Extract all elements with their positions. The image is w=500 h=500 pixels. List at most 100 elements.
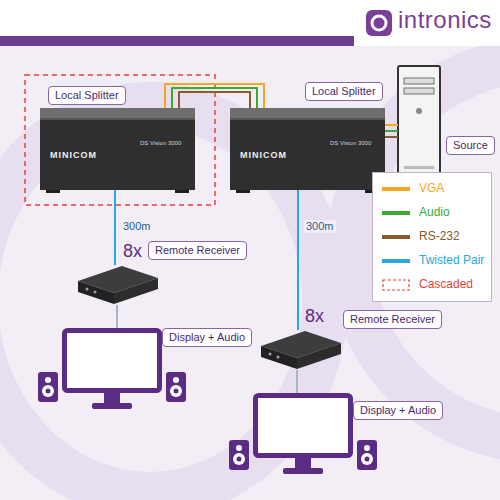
cable-line bbox=[165, 84, 264, 108]
brand-logo: intronics bbox=[398, 6, 492, 34]
receiver-unit: 8xRemote Receiver bbox=[75, 265, 160, 305]
cable-line bbox=[114, 190, 116, 265]
model-name: DS Vision 3000 bbox=[330, 140, 371, 147]
woofer bbox=[170, 385, 182, 397]
device-callout: Source bbox=[446, 136, 495, 155]
swatch-line bbox=[382, 259, 410, 263]
unit-top bbox=[230, 108, 385, 118]
speaker-icon bbox=[229, 440, 249, 470]
unit-edge bbox=[230, 118, 385, 120]
stand bbox=[104, 391, 120, 403]
device-callout: Local Splitter bbox=[305, 82, 383, 101]
legend-label: Twisted Pair bbox=[419, 253, 484, 268]
stand bbox=[295, 456, 311, 468]
speaker-body bbox=[357, 440, 377, 470]
speaker-body bbox=[38, 372, 58, 402]
tweeter bbox=[364, 445, 370, 451]
dashed-sample bbox=[383, 280, 409, 290]
logo-mark bbox=[366, 10, 392, 36]
distance-label: 300m bbox=[121, 220, 153, 233]
speaker-body bbox=[166, 372, 186, 402]
cable-line bbox=[296, 370, 298, 393]
cable-line bbox=[172, 88, 257, 108]
cable-connector bbox=[165, 84, 264, 108]
quantity-label: 8x bbox=[123, 241, 142, 261]
monitor-icon bbox=[256, 396, 351, 475]
cable-connector bbox=[385, 125, 398, 137]
legend-label: RS-232 bbox=[419, 229, 460, 244]
tweeter bbox=[173, 377, 179, 383]
header-stripe bbox=[0, 36, 354, 46]
splitter-unit: Local Splitter bbox=[230, 108, 385, 190]
speaker-icon bbox=[166, 372, 186, 402]
port bbox=[277, 356, 280, 359]
device-callout: Display + Audio bbox=[162, 328, 252, 347]
device-callout: Display + Audio bbox=[353, 401, 443, 420]
legend-sample bbox=[381, 279, 411, 291]
receiver-unit bbox=[261, 331, 341, 369]
model-name: DS Vision 3000 bbox=[140, 140, 181, 147]
woofer bbox=[233, 453, 245, 465]
logo-ring bbox=[372, 16, 386, 30]
legend-label: Audio bbox=[419, 205, 450, 220]
display-set: Display + Audio bbox=[253, 393, 353, 473]
legend-panel: VGA AudioRS-232Twisted PairCascaded bbox=[372, 172, 492, 302]
splitter-unit bbox=[230, 108, 385, 193]
woofer-cone bbox=[237, 457, 242, 462]
unit-foot bbox=[46, 190, 60, 193]
device-callout: Remote Receiver bbox=[343, 310, 442, 329]
speaker-icon bbox=[38, 372, 58, 402]
distance-label: 300m bbox=[304, 220, 336, 233]
device-brand: MINICOM bbox=[240, 150, 287, 161]
legend-swatch bbox=[381, 207, 411, 219]
woofer-cone bbox=[174, 389, 179, 394]
receiver-unit bbox=[78, 266, 158, 304]
swatch-line bbox=[382, 211, 410, 215]
cable-connector bbox=[297, 370, 298, 393]
legend-label: VGA bbox=[419, 181, 444, 196]
cable-connector bbox=[115, 190, 116, 265]
receiver-unit: 8xRemote Receiver bbox=[258, 330, 343, 370]
base bbox=[92, 403, 132, 409]
tweeter bbox=[236, 445, 242, 451]
woofer bbox=[361, 453, 373, 465]
display-set: Display + Audio bbox=[62, 328, 162, 413]
legend-label: Cascaded bbox=[419, 277, 473, 292]
device-callout: Remote Receiver bbox=[148, 241, 247, 260]
cascade-bracket bbox=[25, 75, 215, 205]
cable-line bbox=[297, 190, 299, 330]
header-band bbox=[0, 0, 500, 46]
drive-bay bbox=[404, 78, 434, 84]
unit-front bbox=[230, 118, 385, 190]
monitor-icon bbox=[65, 331, 160, 410]
vent bbox=[404, 166, 434, 169]
splitter-unit bbox=[40, 108, 195, 193]
cable-connector bbox=[298, 190, 299, 330]
unit-foot bbox=[236, 190, 250, 193]
tweeter bbox=[45, 377, 51, 383]
power-button bbox=[416, 108, 422, 114]
device-brand: MINICOM bbox=[50, 150, 97, 161]
woofer-cone bbox=[365, 457, 370, 462]
screen bbox=[256, 396, 351, 456]
cable-line bbox=[385, 130, 398, 132]
unit-foot bbox=[175, 190, 189, 193]
unit-top bbox=[40, 108, 195, 118]
receiver-side bbox=[114, 278, 158, 304]
swatch-line bbox=[382, 235, 410, 239]
port bbox=[94, 291, 97, 294]
screen bbox=[65, 331, 160, 391]
device-callout: Local Splitter bbox=[48, 86, 126, 105]
port bbox=[269, 353, 272, 356]
splitter-unit: Local Splitter bbox=[40, 108, 195, 190]
speaker-body bbox=[229, 440, 249, 470]
receiver-side bbox=[297, 343, 341, 369]
cable-connector bbox=[117, 305, 118, 328]
legend-swatch bbox=[381, 255, 411, 267]
receiver-side bbox=[261, 346, 297, 369]
cable-line bbox=[116, 305, 118, 328]
receiver-side bbox=[78, 281, 114, 304]
base bbox=[283, 468, 323, 474]
cable-line bbox=[385, 136, 398, 138]
unit-front bbox=[40, 118, 195, 190]
